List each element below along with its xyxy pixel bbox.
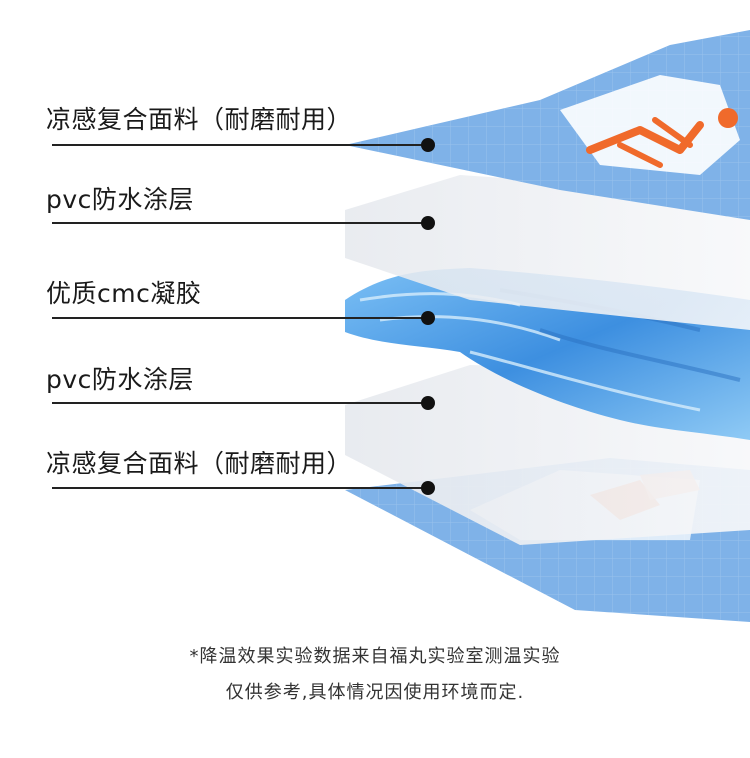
leader-dot-top-fabric [421,138,435,152]
layer-label-bottom-fabric: 凉感复合面料（耐磨耐用） [46,449,353,478]
leader-line-bottom-fabric [52,487,428,489]
footnote-line-2: 仅供参考,具体情况因使用环境而定. [225,682,525,703]
leader-line-upper-pvc [52,222,428,224]
layer-label-upper-pvc: pvc防水涂层 [46,185,194,214]
footnote-line-1: *降温效果实验数据来自福丸实验室测温实验 [189,646,561,667]
leader-dot-upper-pvc [421,216,435,230]
leader-dot-gel [421,311,435,325]
leader-line-gel [52,317,428,319]
layer-label-lower-pvc: pvc防水涂层 [46,365,194,394]
upper-pvc-film [345,175,750,330]
leader-line-lower-pvc [52,402,428,404]
layer-label-top-fabric: 凉感复合面料（耐磨耐用） [46,105,353,134]
top-fabric-layer [345,30,750,220]
leader-line-top-fabric [52,144,428,146]
leader-dot-bottom-fabric [421,481,435,495]
leader-dot-lower-pvc [421,396,435,410]
layer-label-gel: 优质cmc凝胶 [46,279,202,308]
